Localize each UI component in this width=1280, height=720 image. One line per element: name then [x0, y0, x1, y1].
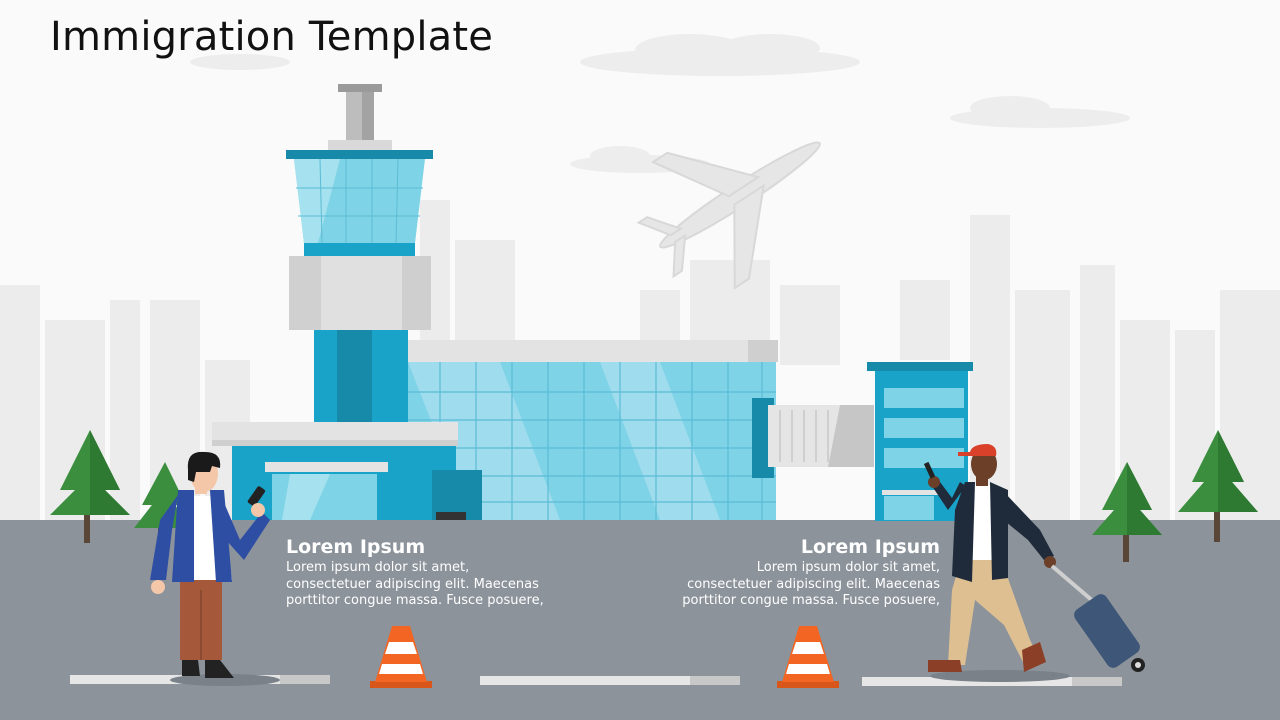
info-block-right: Lorem Ipsum Lorem ipsum dolor sit amet, …	[640, 535, 940, 610]
terminal-building	[408, 340, 778, 520]
traveler-right	[923, 444, 1145, 682]
info-body-line: porttitor congue massa. Fusce posuere,	[286, 593, 544, 608]
traveler-left	[150, 451, 280, 686]
gate-building	[867, 362, 973, 521]
info-body-line: Lorem ipsum dolor sit amet,	[286, 560, 470, 575]
tree-icon	[1178, 430, 1258, 542]
info-body-line: consectetuer adipiscing elit. Maecenas	[687, 576, 940, 592]
traffic-cone-icon	[777, 626, 839, 688]
info-heading: Lorem Ipsum	[800, 536, 940, 558]
airplane-icon	[636, 141, 821, 290]
tree-icon	[1092, 462, 1162, 562]
phone-icon	[923, 461, 936, 479]
phone-icon	[247, 486, 266, 507]
info-body-line: Lorem ipsum dolor sit amet,	[756, 560, 940, 575]
info-heading: Lorem Ipsum	[286, 536, 426, 558]
info-body-line: porttitor congue massa. Fusce posuere,	[682, 593, 940, 608]
info-block-left: Lorem Ipsum Lorem ipsum dolor sit amet, …	[286, 535, 586, 610]
control-tower	[286, 84, 433, 422]
slide-title: Immigration Template	[50, 14, 494, 60]
info-body-line: consectetuer adipiscing elit. Maecenas	[286, 576, 539, 592]
tree-icon	[50, 430, 130, 543]
jet-bridge	[768, 405, 874, 467]
suitcase-icon	[1050, 564, 1145, 672]
terminal-entrance	[212, 422, 482, 520]
traffic-cone-icon	[370, 626, 432, 688]
